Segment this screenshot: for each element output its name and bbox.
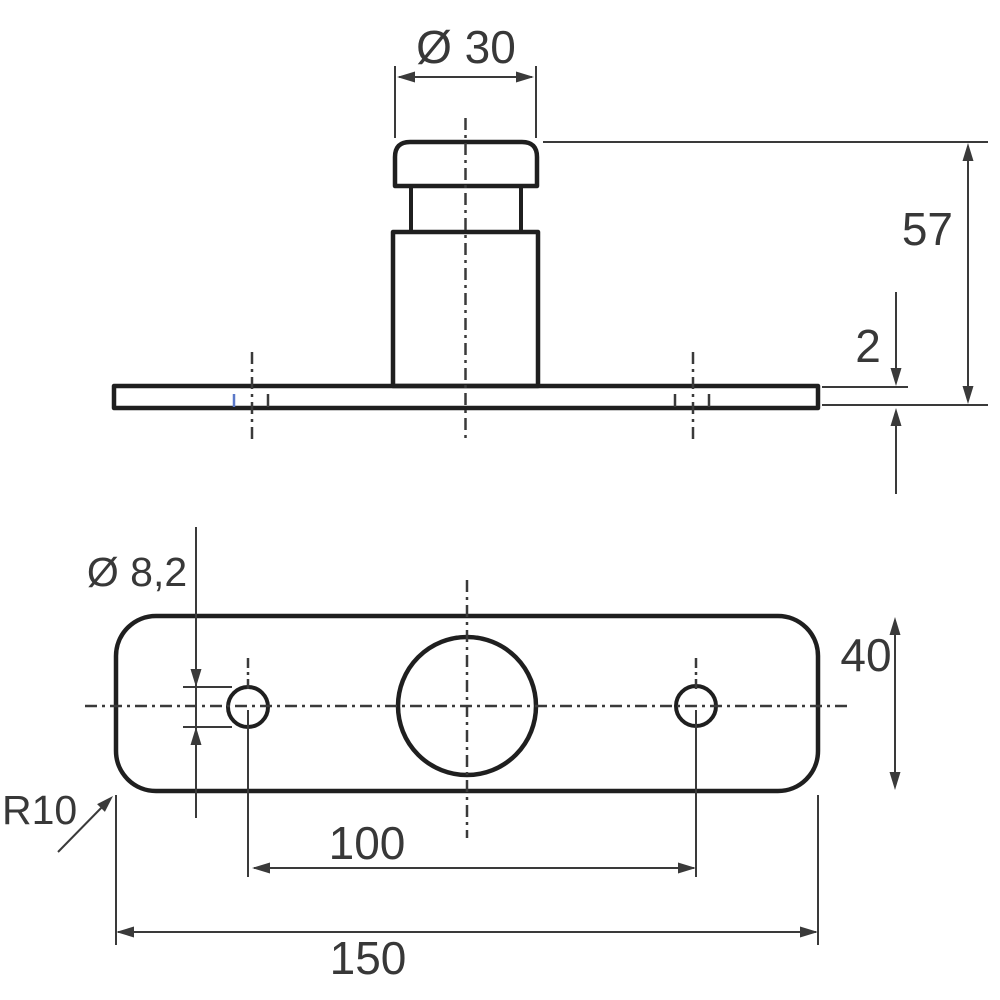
- leader-line-corner-radius: [57, 802, 107, 853]
- stud-diameter-label: Ø 30: [416, 21, 516, 73]
- arrow-left-icon: [397, 71, 415, 83]
- front-view-labels: Ø 30 57 2: [416, 21, 953, 372]
- plate-thickness-label: 2: [855, 320, 881, 372]
- arrow-right-icon: [678, 862, 696, 874]
- arrow-down-icon: [889, 772, 901, 790]
- front-view-centerlines: [250, 118, 695, 442]
- hidden-hole-edges: [232, 394, 711, 407]
- hole-spacing-label: 100: [329, 817, 406, 869]
- top-view-labels: Ø 8,2 40 R10 100 150: [2, 549, 892, 984]
- front-view: Ø 30 57 2: [111, 21, 988, 494]
- top-view: Ø 8,2 40 R10 100 150: [2, 527, 901, 984]
- arrow-down-icon: [962, 386, 974, 404]
- top-view-arrowheads: [97, 617, 901, 938]
- arrow-down-icon: [890, 368, 902, 386]
- arrow-left-icon: [116, 926, 134, 938]
- stud-head-outline: [392, 139, 540, 189]
- arrow-up-icon: [889, 617, 901, 635]
- front-view-arrowheads: [397, 71, 974, 426]
- corner-radius-label: R10: [2, 787, 77, 833]
- arrow-leader-icon: [97, 796, 113, 812]
- arrow-up-icon: [190, 727, 202, 745]
- top-view-centerlines: [85, 580, 848, 838]
- arrow-right-icon: [516, 71, 534, 83]
- arrow-up-icon: [962, 143, 974, 161]
- total-height-label: 57: [902, 203, 953, 255]
- top-view-dim-lines: [57, 527, 896, 945]
- arrow-left-icon: [252, 862, 270, 874]
- arrow-up-icon: [890, 408, 902, 426]
- plate-depth-label: 40: [840, 629, 891, 681]
- hole-diameter-label: Ø 8,2: [87, 549, 187, 595]
- plate-length-label: 150: [330, 932, 407, 984]
- front-view-dim-lines: [394, 66, 988, 494]
- arrow-right-icon: [800, 926, 818, 938]
- arrow-down-icon: [190, 669, 202, 687]
